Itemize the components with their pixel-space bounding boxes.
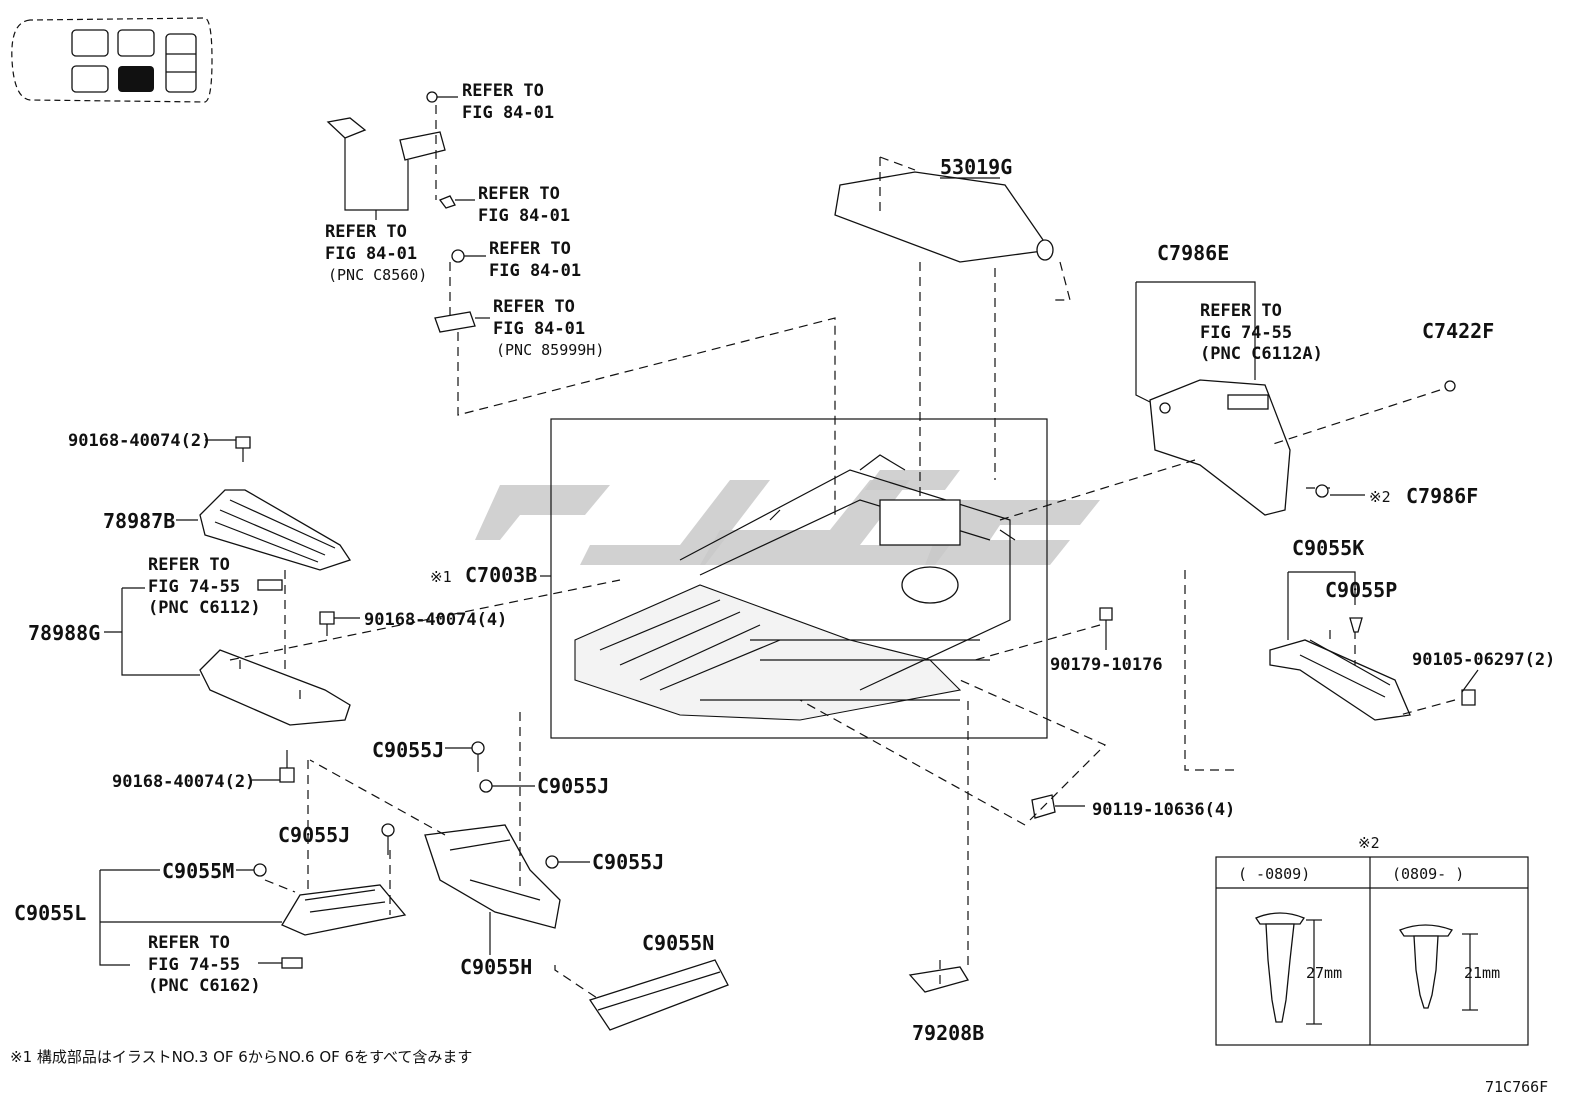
label-90168-bot: 90168-40074(2) — [112, 772, 255, 792]
refer-note-2-line1: REFER TO — [325, 222, 407, 242]
mark-C7986F: ※2 — [1369, 488, 1391, 506]
refer-note-3-line1: REFER TO — [478, 184, 560, 204]
refer-note-8-line1: REFER TO — [148, 933, 230, 953]
refer-note-6-line2: FIG 74-55 — [1200, 323, 1292, 343]
label-90179-10176: 90179-10176 — [1050, 655, 1163, 675]
part-90168-bolt-mid — [319, 611, 360, 636]
part-C9055P-clip — [1349, 617, 1363, 633]
clip-old-icon — [1255, 912, 1322, 1025]
part-78988G-base — [104, 579, 621, 726]
table-col2-header: (0809- ) — [1392, 865, 1464, 883]
refer-note-8-line2: FIG 74-55 — [148, 955, 240, 975]
drawing-code: 71C766F — [1485, 1078, 1548, 1096]
refer-note-7-line2: FIG 74-55 — [148, 577, 240, 597]
label-53019G: 53019G — [940, 155, 1012, 179]
part-C7986E-panel — [999, 281, 1330, 771]
label-C9055M: C9055M — [162, 859, 234, 883]
part-C9055H-trim — [309, 712, 561, 955]
refer-note-4-line2: FIG 84-01 — [489, 261, 581, 281]
seat-frame-assembly — [550, 418, 1048, 739]
part-C9055K-bracket — [1269, 571, 1411, 721]
refer-note-6-line1: REFER TO — [1200, 301, 1282, 321]
part-79208B-bracket — [908, 700, 970, 993]
mark-C7003B: ※1 — [430, 568, 452, 586]
refer-notes: REFER TO FIG 84-01 REFER TO FIG 84-01 (P… — [148, 81, 1323, 996]
label-C9055K: C9055K — [1292, 536, 1364, 560]
label-78988G: 78988G — [28, 621, 100, 645]
part-C9055J-clips — [381, 741, 590, 869]
refer-note-7-line3: (PNC C6112) — [148, 598, 261, 618]
part-90168-bolt-bot — [252, 750, 295, 783]
clip-size-table: ※2 ( -0809) (0809- ) 27mm 21mm — [1215, 834, 1529, 1046]
refer-note-8-line3: (PNC C6162) — [148, 976, 261, 996]
part-C7986F-clip — [1315, 484, 1365, 498]
label-C9055P: C9055P — [1325, 578, 1397, 602]
refer-note-2-line3: (PNC C8560) — [328, 266, 427, 284]
clip-new-icon — [1399, 924, 1478, 1011]
label-C9055J-2: C9055J — [537, 774, 609, 798]
part-90105-bolt — [1399, 669, 1479, 716]
part-90168-bolt-top — [205, 436, 251, 462]
refer-note-6-line3: (PNC C6112A) — [1200, 344, 1323, 364]
table-mark: ※2 — [1358, 834, 1380, 852]
refer-note-5-line1: REFER TO — [493, 297, 575, 317]
table-col1-header: ( -0809) — [1238, 865, 1310, 883]
refer-parts-group — [326, 91, 836, 520]
refer-note-4-line1: REFER TO — [489, 239, 571, 259]
table-col1-dim: 27mm — [1306, 964, 1342, 982]
refer-note-5-line3: (PNC 85999H) — [496, 341, 604, 359]
labels-layer: 53019G C7986E C7422F ※2 C7986F C9055K C9… — [14, 155, 1555, 1096]
refer-note-5-line2: FIG 84-01 — [493, 319, 585, 339]
label-90168-top: 90168-40074(2) — [68, 431, 211, 451]
part-90179-nut — [974, 607, 1113, 661]
label-78987B: 78987B — [103, 509, 175, 533]
seat-locator-icon — [11, 17, 213, 103]
refer-note-1-line2: FIG 84-01 — [462, 103, 554, 123]
label-C9055H: C9055H — [460, 955, 532, 979]
table-col2-dim: 21mm — [1464, 964, 1500, 982]
label-C9055J-1: C9055J — [372, 738, 444, 762]
label-C9055J-4: C9055J — [592, 850, 664, 874]
label-C7986E: C7986E — [1157, 241, 1229, 265]
refer-note-7-line1: REFER TO — [148, 555, 230, 575]
part-53019G-cover — [834, 156, 1071, 500]
refer-note-2-line2: FIG 84-01 — [325, 244, 417, 264]
part-90119-bolt — [799, 679, 1107, 826]
label-C9055J-3: C9055J — [278, 823, 350, 847]
label-C9055L: C9055L — [14, 901, 86, 925]
label-90119-10636: 90119-10636(4) — [1092, 800, 1235, 820]
label-C7422F: C7422F — [1422, 319, 1494, 343]
highlighted-seat-icon — [118, 66, 154, 92]
footnote: ※1 構成部品はイラストNO.3 OF 6からNO.6 OF 6をすべて含みます — [10, 1048, 472, 1066]
part-C9055L-cover — [99, 760, 407, 969]
refer-note-3-line2: FIG 84-01 — [478, 206, 570, 226]
part-C7422F-clip — [1269, 380, 1456, 446]
label-C7003B: C7003B — [465, 563, 537, 587]
label-79208B: 79208B — [912, 1021, 984, 1045]
label-90168-mid: 90168-40074(4) — [364, 610, 507, 630]
label-C9055N: C9055N — [642, 931, 714, 955]
label-90105-06297: 90105-06297(2) — [1412, 650, 1555, 670]
label-C7986F: C7986F — [1406, 484, 1478, 508]
part-C9055N-cover — [554, 959, 729, 1031]
refer-note-1-line1: REFER TO — [462, 81, 544, 101]
